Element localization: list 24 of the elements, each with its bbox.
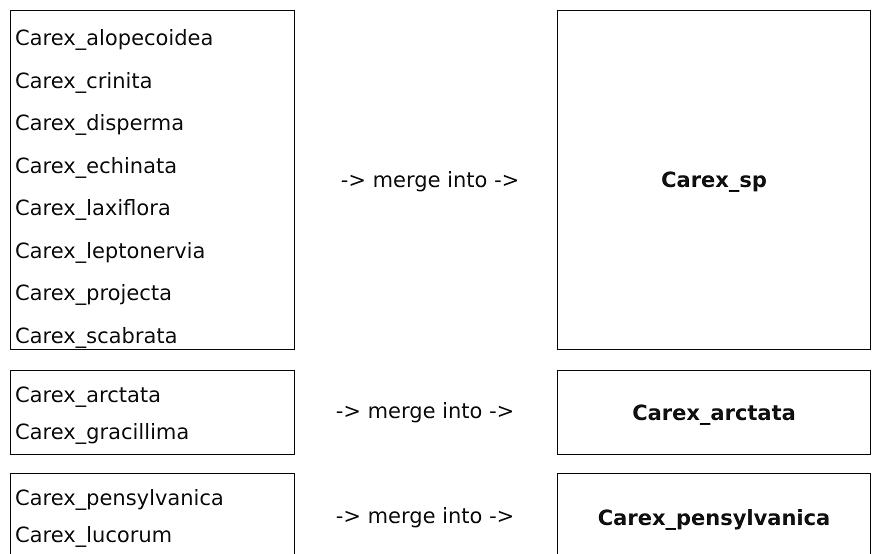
species-name: Carex_lucorum — [15, 522, 174, 549]
species-name: Carex_leptonervia — [15, 238, 206, 265]
species-name: Carex_crinita — [15, 68, 154, 95]
merge-note: -> merge into -> — [336, 399, 514, 423]
merged-species-box — [557, 370, 871, 455]
species-list-box — [10, 10, 295, 350]
merged-species-name: Carex_arctata — [632, 400, 796, 424]
species-name: Carex_pensylvanica — [15, 485, 225, 512]
species-name: Carex_disperma — [15, 110, 186, 137]
species-list-box — [10, 370, 295, 455]
species-list-box — [10, 473, 295, 554]
merge-note: -> merge into -> — [340, 168, 520, 192]
merged-species-name: Carex_sp — [661, 168, 767, 192]
merged-species-box — [557, 10, 871, 350]
merge-note: -> merge into -> — [336, 504, 514, 528]
species-name: Carex_echinata — [15, 152, 178, 180]
merged-species-box — [557, 473, 871, 554]
species-name: Carex_laxiflora — [15, 195, 172, 222]
species-name: Carex_gracillima — [15, 419, 190, 446]
species-name: Carex_projecta — [15, 280, 173, 307]
species-name: Carex_scabrata — [15, 322, 178, 350]
merged-species-name: Carex_pensylvanica — [598, 506, 830, 530]
species-name: Carex_arctata — [15, 382, 162, 409]
species-name: Carex_alopecoidea — [15, 25, 214, 52]
